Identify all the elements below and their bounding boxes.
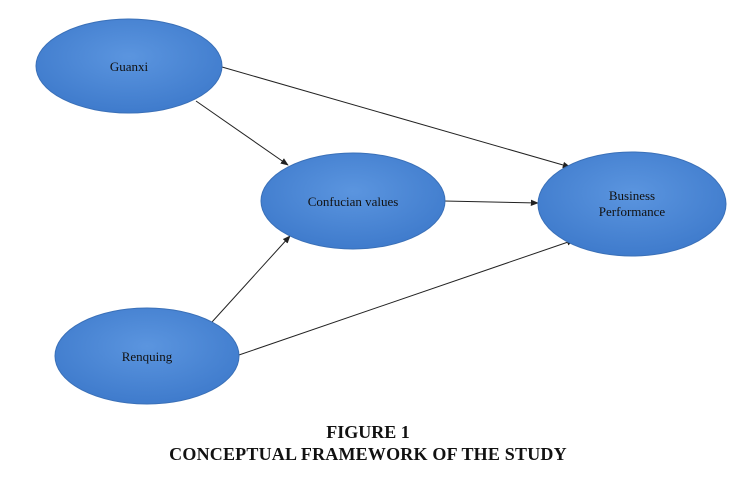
node-guanxi-label: Guanxi (110, 59, 149, 74)
conceptual-framework-diagram: Guanxi Confucian values Business Perform… (35, 18, 727, 405)
node-business-performance-label-line1: Business (609, 188, 655, 203)
edge-renquing-to-confucian (211, 235, 291, 323)
node-renquing: Renquing (54, 307, 240, 405)
node-confucian-values-label: Confucian values (308, 194, 399, 209)
node-business-performance: Business Performance (537, 151, 727, 257)
edge-guanxi-to-business (221, 66, 571, 169)
figure-caption: FIGURE 1 CONCEPTUAL FRAMEWORK OF THE STU… (0, 421, 736, 465)
node-business-performance-label-line2: Performance (599, 204, 666, 219)
node-confucian-values: Confucian values (260, 152, 446, 250)
figure-title: CONCEPTUAL FRAMEWORK OF THE STUDY (169, 444, 567, 464)
edge-confucian-to-business (443, 199, 539, 207)
edge-renquing-to-business (235, 239, 575, 357)
edge-guanxi-to-confucian (195, 100, 289, 166)
node-guanxi: Guanxi (35, 18, 223, 114)
node-renquing-label: Renquing (122, 349, 173, 364)
figure-number: FIGURE 1 (326, 422, 410, 442)
